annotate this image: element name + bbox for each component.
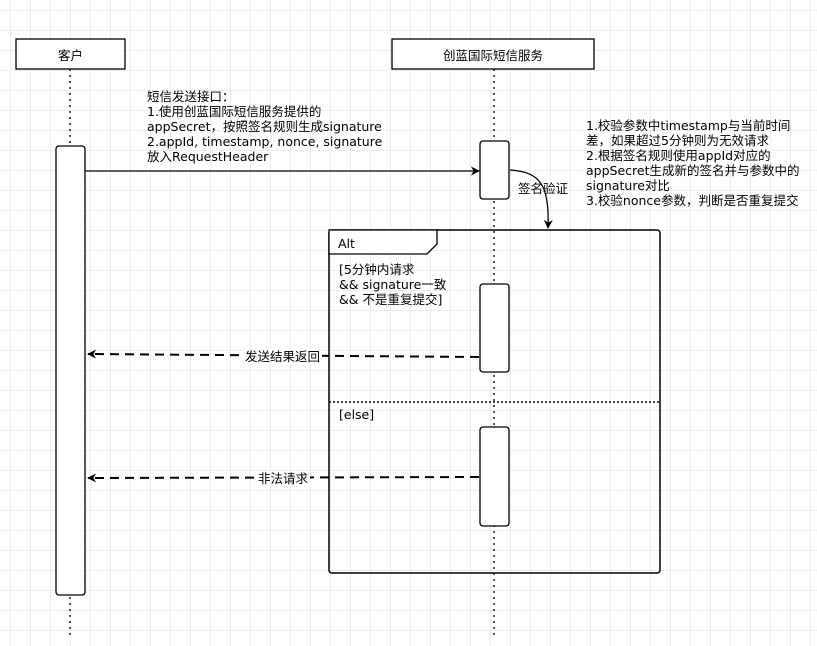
client-activation[interactable] [55,145,86,596]
alt-guard-success: [5分钟内请求 && signature一致 && 不是重复提交] [339,262,446,307]
request-note-line: 2.appId, timestamp, nonce, signature [147,134,383,149]
alt-fragment-tab [328,229,438,255]
self-call-label: 签名验证 [518,181,569,196]
client-header: 客户 [16,39,125,69]
service-activation-success[interactable] [479,283,510,373]
request-note-line: appSecret，按照签名规则生成signature [147,119,382,134]
service-header-label: 创蓝国际短信服务 [442,47,543,63]
guard-line: [5分钟内请求 [339,262,415,277]
service-header-box[interactable] [391,38,595,70]
guard-line: && 不是重复提交] [339,292,443,307]
alt-label: Alt [338,236,355,251]
client-header-box[interactable] [15,38,126,70]
alt-guard-else: [else] [339,407,375,422]
verify-note-line: appSecret生成新的签名并与参数中的 [586,163,800,178]
request-note: 短信发送接口： 1.使用创蓝国际短信服务提供的 appSecret，按照签名规则… [147,89,382,164]
verify-note-line: signature对比 [586,178,670,193]
verify-note-line: 1.校验参数中timestamp与当前时间 [586,118,791,133]
client-header-label: 客户 [57,47,83,63]
self-call-arrow[interactable] [509,169,553,229]
request-note-line: 1.使用创蓝国际短信服务提供的 [147,104,322,119]
verify-note-line: 2.根据签名规则使用appId对应的 [586,148,771,163]
request-note-line: 短信发送接口： [147,89,235,104]
verify-note: 1.校验参数中timestamp与当前时间 差，如果超过5分钟则为无效请求 2.… [586,118,799,208]
verify-note-line: 3.校验nonce参数，判断是否重复提交 [586,193,799,208]
service-activation-verify[interactable] [479,140,510,200]
verify-note-line: 差，如果超过5分钟则为无效请求 [586,133,769,148]
success-return-label: 发送结果返回 [243,349,323,364]
illegal-return-label: 非法请求 [256,471,311,486]
request-note-line: 放入RequestHeader [147,149,269,164]
guard-line: && signature一致 [339,277,447,292]
service-header: 创蓝国际短信服务 [392,39,594,69]
service-activation-else[interactable] [479,426,510,527]
